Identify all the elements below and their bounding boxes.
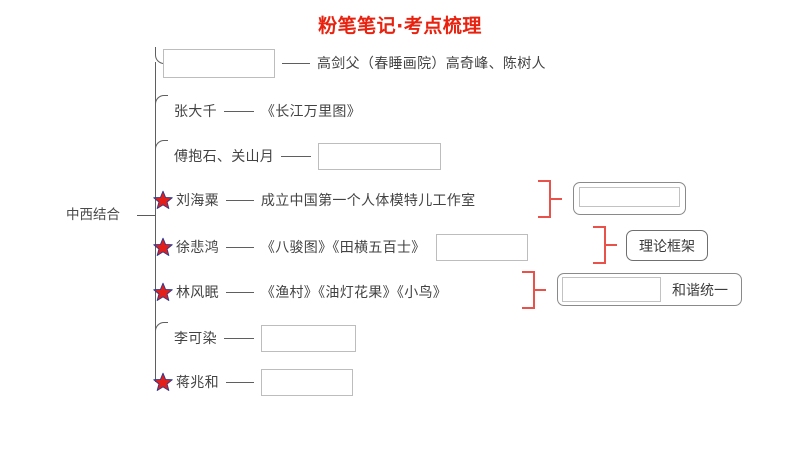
row-person-name: 林风眠 bbox=[176, 285, 219, 301]
star-icon bbox=[153, 282, 173, 302]
root-label: 中西结合 bbox=[66, 207, 120, 223]
star-icon bbox=[153, 190, 173, 210]
red-bracket-stub-xubeihong bbox=[606, 244, 617, 246]
row-person-name: 李可染 bbox=[174, 331, 217, 347]
red-bracket-stub-liuhaisu bbox=[551, 198, 562, 200]
theory-framework-box[interactable]: 理论框架 bbox=[626, 230, 708, 261]
tree-row[interactable]: 林风眠 《渔村》《油灯花果》《小鸟》 bbox=[153, 277, 447, 307]
star-icon bbox=[153, 237, 173, 257]
branch-elbow-2 bbox=[155, 95, 168, 110]
red-bracket-liuhaisu bbox=[538, 180, 551, 218]
row-dash bbox=[225, 246, 254, 248]
tree-row[interactable]: 徐悲鸿 《八骏图》《田横五百士》 bbox=[153, 232, 528, 262]
row-content-text: 成立中国第一个人体模特儿工作室 bbox=[260, 193, 476, 209]
blank-answer-box[interactable] bbox=[260, 324, 356, 352]
row-dash bbox=[225, 381, 254, 383]
row-content-text: 《长江万里图》 bbox=[260, 104, 362, 120]
row-dash bbox=[223, 337, 254, 339]
red-bracket-linfengmian bbox=[522, 271, 535, 309]
row-content-text: 《八骏图》《田横五百士》 bbox=[260, 240, 426, 256]
row-dash bbox=[282, 62, 310, 64]
root-connector-dash bbox=[137, 215, 156, 216]
row-dash bbox=[225, 291, 254, 293]
tree-row[interactable]: 刘海粟 成立中国第一个人体模特儿工作室 bbox=[153, 185, 475, 215]
theory-framework-label: 理论框架 bbox=[639, 238, 695, 255]
tree-row[interactable]: 傅抱石、关山月 bbox=[174, 141, 442, 171]
blank-answer-box[interactable] bbox=[318, 142, 442, 170]
branch-elbow-3 bbox=[155, 140, 168, 155]
star-icon bbox=[153, 372, 173, 392]
linfengmian-inner-box[interactable] bbox=[562, 277, 661, 302]
row-dash bbox=[281, 155, 312, 157]
tree-row[interactable]: 蒋兆和 bbox=[153, 367, 353, 397]
red-bracket-xubeihong bbox=[593, 226, 606, 264]
row-person-name: 蒋兆和 bbox=[176, 375, 219, 391]
blank-answer-box[interactable] bbox=[435, 233, 528, 261]
tree-row[interactable]: 张大千 《长江万里图》 bbox=[174, 96, 361, 126]
row-content-text: 《渔村》《油灯花果》《小鸟》 bbox=[260, 285, 448, 301]
row-person-name: 张大千 bbox=[174, 104, 217, 120]
red-bracket-stub-linfengmian bbox=[535, 289, 546, 291]
row-person-name: 徐悲鸿 bbox=[176, 240, 219, 256]
row-person-name: 刘海粟 bbox=[176, 193, 219, 209]
liuhaisu-inner-box[interactable] bbox=[579, 187, 680, 207]
row-dash bbox=[225, 199, 254, 201]
blank-answer-box[interactable] bbox=[163, 48, 275, 78]
row-dash bbox=[223, 110, 254, 112]
linfengmian-box-label: 和谐统一 bbox=[672, 282, 728, 299]
page-title: 粉笔笔记·考点梳理 bbox=[318, 15, 482, 37]
tree-row[interactable]: 高剑父（春睡画院）高奇峰、陈树人 bbox=[163, 48, 546, 78]
tree-row[interactable]: 李可染 bbox=[174, 323, 356, 353]
blank-answer-box[interactable] bbox=[260, 368, 353, 396]
row-content-text: 高剑父（春睡画院）高奇峰、陈树人 bbox=[317, 56, 546, 72]
branch-elbow-1 bbox=[155, 47, 170, 64]
tree-trunk-line bbox=[155, 62, 156, 382]
branch-elbow-7 bbox=[155, 322, 168, 337]
row-person-name: 傅抱石、关山月 bbox=[174, 149, 275, 165]
